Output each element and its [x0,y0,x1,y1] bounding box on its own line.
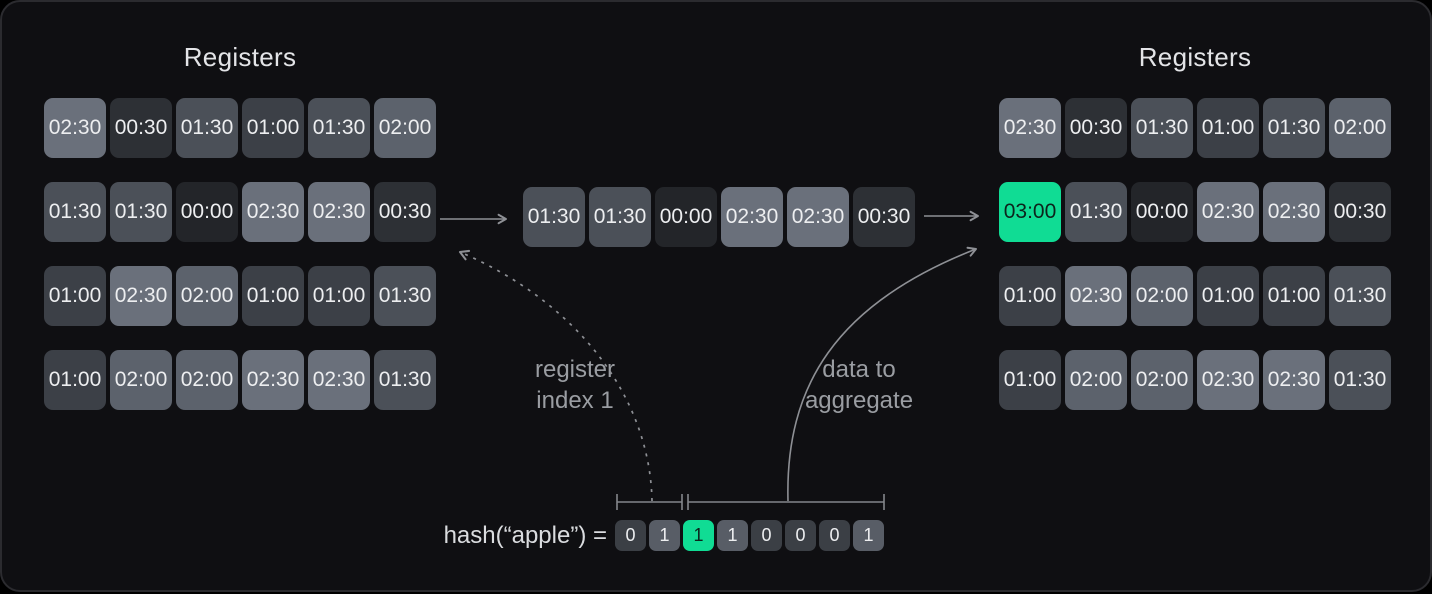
bracket-index-bits [616,494,683,510]
bit-cell: 0 [615,520,646,551]
register-cell: 02:30 [110,266,172,326]
register-cell: 02:00 [1065,350,1127,410]
highlighted-register-cell: 03:00 [999,182,1061,242]
register-cell: 02:30 [308,182,370,242]
bit-cell: 1 [853,520,884,551]
register-cell: 02:00 [374,98,436,158]
register-cell: 02:30 [999,98,1061,158]
register-index-label-line1: register [534,356,616,383]
register-cell: 01:30 [523,187,585,247]
bit-cell: 0 [751,520,782,551]
register-cell: 01:30 [110,182,172,242]
register-cell: 00:00 [1131,182,1193,242]
register-cell: 01:00 [242,98,304,158]
register-cell: 02:30 [1263,182,1325,242]
data-to-aggregate-label-line1: data to [822,356,896,383]
register-cell: 01:00 [44,350,106,410]
register-cell: 02:30 [1065,266,1127,326]
register-cell: 02:30 [721,187,783,247]
register-cell: 01:30 [589,187,651,247]
register-cell: 02:30 [44,98,106,158]
register-cell: 01:30 [176,98,238,158]
register-cell: 02:30 [1197,182,1259,242]
bracket-data-bits [687,494,885,510]
register-index-label: register index 1 [465,354,685,416]
bit-cell: 1 [717,520,748,551]
register-cell: 01:00 [1263,266,1325,326]
register-cell: 02:30 [242,350,304,410]
register-cell: 02:00 [1131,266,1193,326]
highlighted-bit-cell: 1 [683,520,714,551]
register-cell: 01:30 [1131,98,1193,158]
register-cell: 01:30 [374,350,436,410]
register-cell: 01:30 [1065,182,1127,242]
register-cell: 01:00 [242,266,304,326]
register-cell: 02:30 [1197,350,1259,410]
left-registers-title: Registers [183,42,297,72]
bit-cell: 0 [819,520,850,551]
data-to-aggregate-label: data to aggregate [749,354,969,416]
register-cell: 01:00 [999,350,1061,410]
register-cell: 01:00 [308,266,370,326]
register-cell: 02:00 [1131,350,1193,410]
register-cell: 00:30 [374,182,436,242]
bit-cell: 0 [785,520,816,551]
data-to-aggregate-label-line2: aggregate [804,387,914,414]
register-cell: 02:00 [176,266,238,326]
register-cell: 02:00 [1329,98,1391,158]
register-cell: 00:30 [1065,98,1127,158]
bit-cell: 1 [649,520,680,551]
register-cell: 01:00 [1197,266,1259,326]
register-cell: 01:30 [44,182,106,242]
register-cell: 00:00 [176,182,238,242]
register-cell: 02:30 [242,182,304,242]
register-cell: 02:00 [110,350,172,410]
register-cell: 01:30 [1263,98,1325,158]
register-cell: 02:30 [308,350,370,410]
register-cell: 01:30 [1329,350,1391,410]
hash-expression-label: hash(“apple”) = [443,522,607,549]
register-cell: 01:30 [374,266,436,326]
register-cell: 02:00 [176,350,238,410]
register-cell: 01:30 [1329,266,1391,326]
right-registers-title: Registers [1138,42,1252,72]
register-cell: 01:00 [999,266,1061,326]
register-cell: 01:00 [1197,98,1259,158]
register-cell: 02:30 [1263,350,1325,410]
register-cell: 01:00 [44,266,106,326]
register-cell: 01:30 [308,98,370,158]
register-index-label-line2: index 1 [536,387,614,414]
register-cell: 00:30 [1329,182,1391,242]
register-cell: 02:30 [787,187,849,247]
register-cell: 00:30 [853,187,915,247]
register-cell: 00:00 [655,187,717,247]
register-cell: 00:30 [110,98,172,158]
